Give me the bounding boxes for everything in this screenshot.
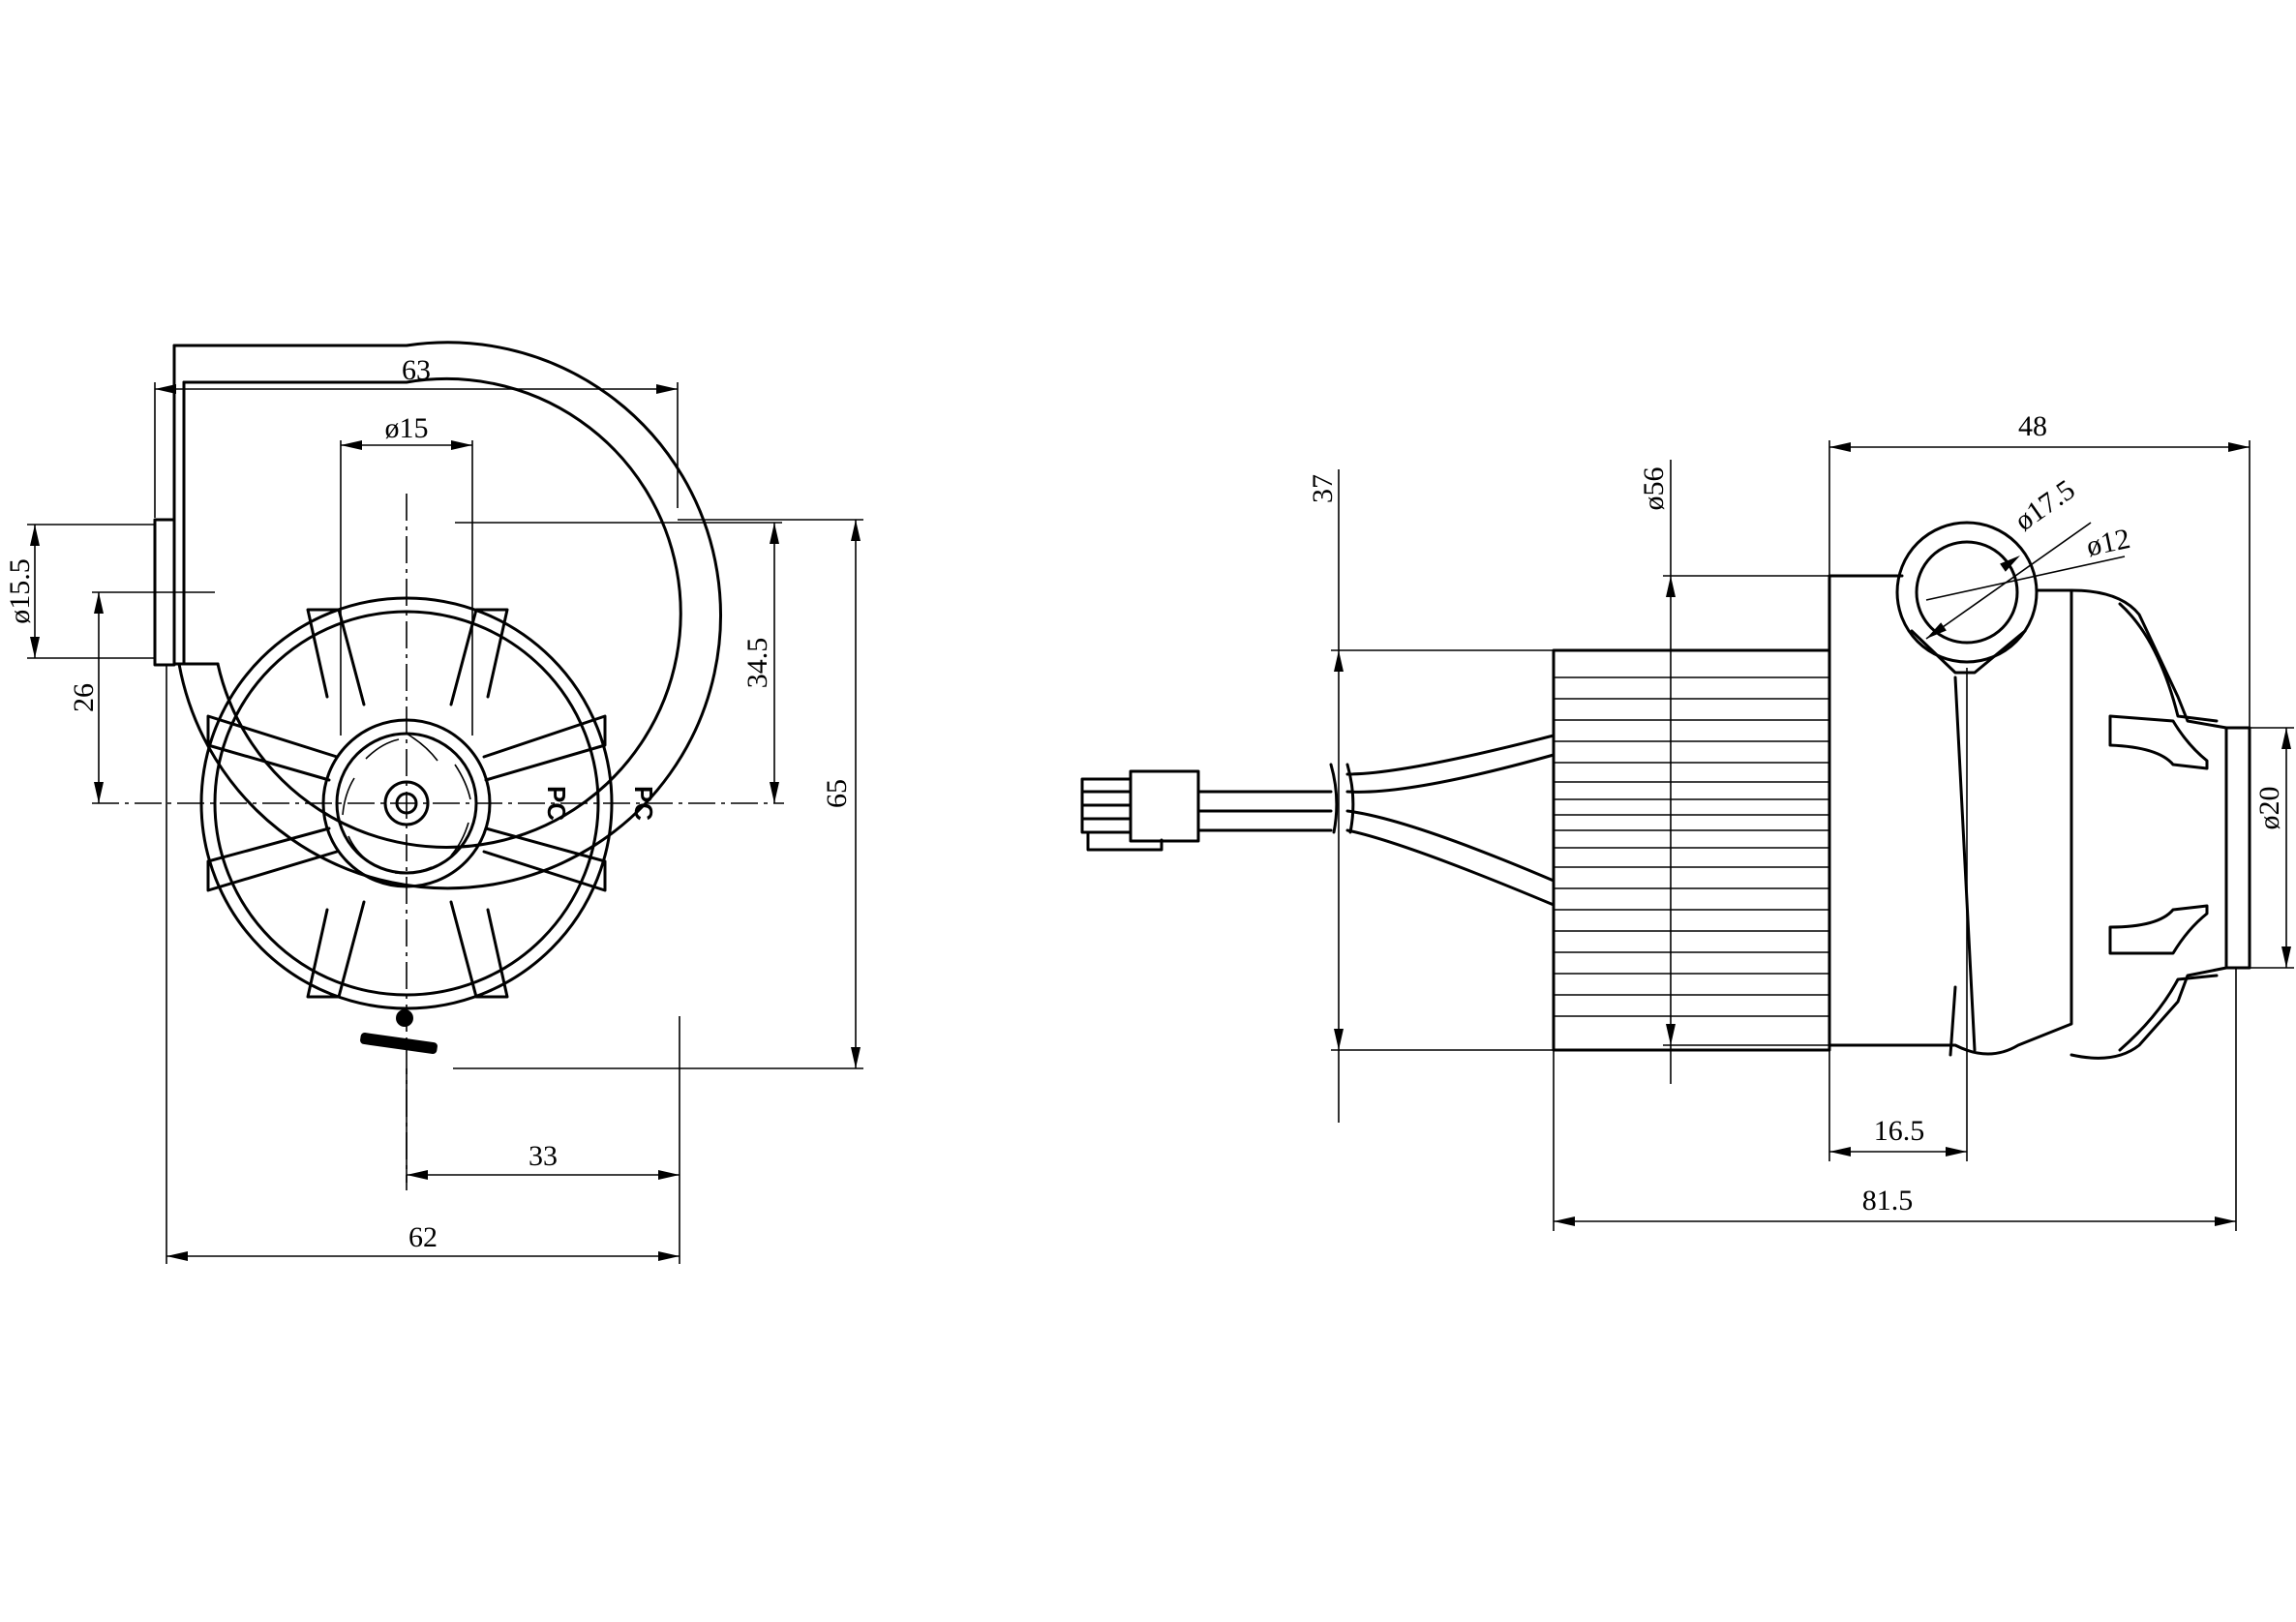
dim-label-d15: ø15 [385, 412, 429, 444]
side-view: 37 ø56 48 ø17.5 ø12 [1080, 410, 2294, 1231]
dim-label-d20: ø20 [2253, 787, 2285, 830]
outlet-tongue [172, 344, 220, 666]
impeller-blades [206, 608, 607, 999]
brand-logo-mark [360, 1009, 438, 1054]
pc-mark-inner: PC [542, 786, 571, 821]
dim-overall-length: 81.5 [1553, 968, 2237, 1231]
wire-connector [1080, 769, 1200, 852]
dim-label-81-5: 81.5 [1862, 1185, 1914, 1216]
dim-height: 65 [453, 519, 863, 1069]
dim-width-bottom: 62 [166, 664, 680, 1264]
scroll-housing-inner [182, 376, 682, 849]
dim-label-33: 33 [529, 1140, 558, 1172]
dim-inlet-diameter: ø20 [2250, 727, 2294, 969]
motor-fins [1554, 676, 1829, 1017]
dim-housing-length: 48 [1828, 410, 2251, 728]
dim-outlet-diameter: ø15 [340, 412, 473, 736]
dim-outlet-offset: 26 [68, 591, 215, 803]
motor-body [1552, 648, 1831, 1052]
dim-label-d15-5: ø15.5 [4, 558, 36, 624]
dim-label-d12: ø12 [2084, 523, 2133, 563]
inlet-vane-top [2108, 714, 2209, 770]
dim-label-26: 26 [68, 683, 100, 712]
dim-outlet-offset-side: 16.5 [1828, 668, 1968, 1161]
inlet-vane-bottom [2108, 904, 2209, 955]
outlet-ring-inner [1915, 540, 2019, 645]
lead-wires [1196, 734, 1556, 907]
dim-outlet-port: ø15.5 [4, 524, 155, 659]
pc-mark-outer: PC [629, 786, 658, 821]
dim-label-62: 62 [408, 1221, 438, 1253]
dim-label-d56: ø56 [1638, 467, 1670, 511]
dim-label-d17-5: ø17.5 [2009, 473, 2080, 537]
dim-label-48: 48 [2018, 410, 2047, 442]
hub-vanes [342, 733, 471, 875]
dim-label-37: 37 [1307, 474, 1339, 503]
front-view: PC PC 63 ø15 [4, 341, 863, 1264]
dim-label-65: 65 [821, 779, 853, 808]
dim-label-63: 63 [402, 354, 431, 386]
dim-motor-height: 37 [1307, 469, 1554, 1123]
dim-width-top: 63 [154, 354, 679, 518]
fan-housing [1828, 574, 2073, 1056]
outlet-ring-outer [1895, 521, 2039, 664]
scroll-housing-outline [172, 341, 722, 890]
dim-label-34-5: 34.5 [741, 638, 773, 689]
inlet-flange [2224, 726, 2251, 970]
dim-housing-diameter: ø56 [1638, 460, 1829, 1084]
dim-center-height: 34.5 [455, 522, 782, 803]
housing-front-ring [2069, 588, 2228, 1060]
dim-center-to-edge: 33 [406, 1016, 680, 1183]
dim-label-16-5: 16.5 [1874, 1115, 1925, 1147]
